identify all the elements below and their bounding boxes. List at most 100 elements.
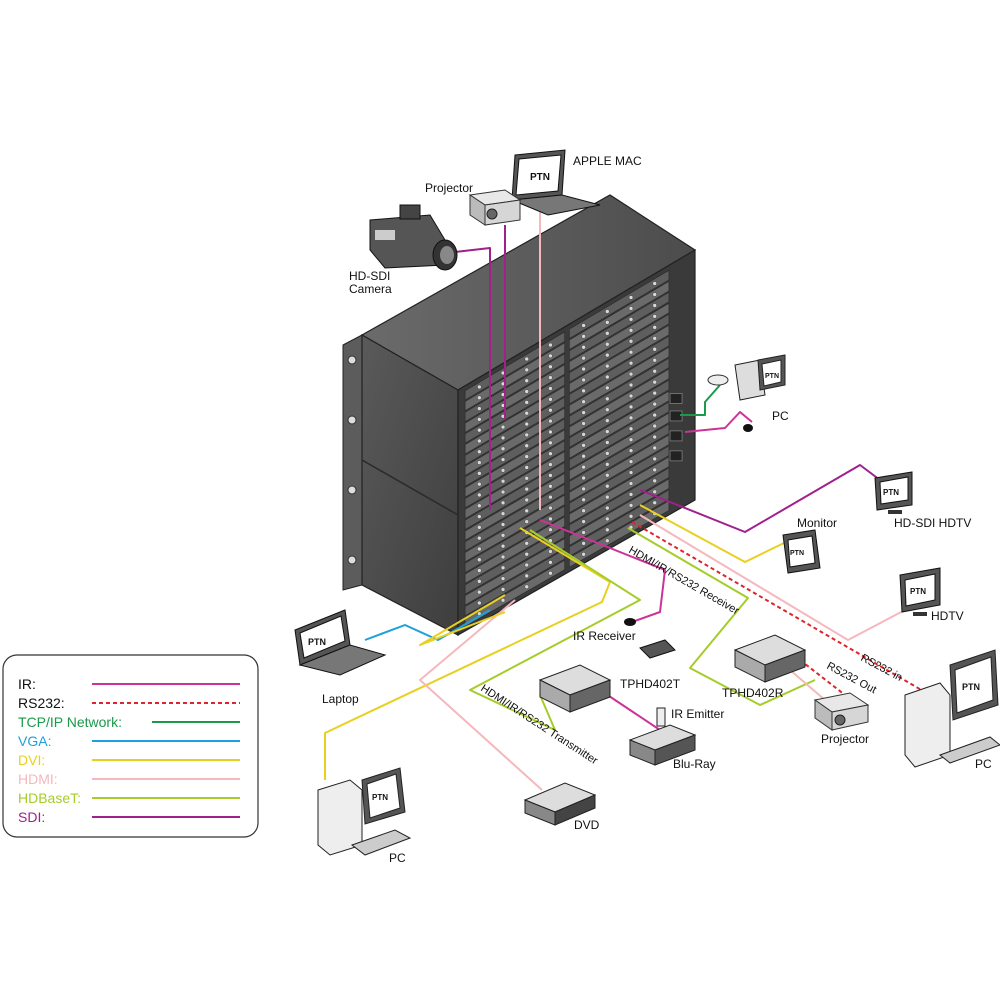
- io-port: [548, 451, 553, 456]
- legend-label-vga: VGA:: [18, 733, 51, 749]
- io-port: [477, 514, 482, 519]
- apple-mac-brand: PTN: [530, 172, 550, 183]
- io-port: [500, 489, 506, 495]
- legend: IR:RS232:TCP/IP Network:VGA:DVI:HDMI:HDB…: [2, 654, 259, 838]
- dvi-cable-monitor: [639, 504, 791, 563]
- io-port: [477, 406, 482, 411]
- io-port: [524, 562, 529, 568]
- io-port: [500, 533, 506, 538]
- io-port: [581, 334, 586, 339]
- io-port: [581, 366, 586, 372]
- legend-label-tcpip: TCP/IP Network:: [18, 714, 122, 730]
- io-port: [652, 456, 657, 462]
- ir-receiver-label: IR Receiver: [573, 629, 636, 643]
- io-port: [581, 377, 586, 383]
- dvi-cable-pc-left: [324, 527, 611, 780]
- io-port: [500, 543, 506, 549]
- io-port: [548, 494, 553, 500]
- io-port: [548, 364, 553, 369]
- hdtv: PTN HDTV: [899, 567, 964, 623]
- io-port: [605, 385, 610, 391]
- io-card: [569, 313, 670, 383]
- io-port: [628, 360, 634, 366]
- io-port: [628, 350, 634, 355]
- pc-bottom-right-label: PC: [975, 757, 992, 771]
- io-port: [548, 440, 553, 446]
- io-port: [628, 382, 634, 388]
- io-port: [628, 481, 634, 486]
- io-port: [581, 388, 586, 394]
- laptop-label: Laptop: [322, 692, 359, 706]
- io-card: [569, 269, 670, 340]
- io-port: [581, 519, 586, 524]
- io-port: [605, 538, 610, 543]
- io-port: [652, 467, 657, 473]
- io-port: [581, 355, 586, 361]
- projector-top-label: Projector: [425, 181, 473, 195]
- io-port: [524, 367, 529, 373]
- hdsdi-hdtv-label: HD-SDI HDTV: [894, 516, 971, 530]
- tcpip-cable-pc-right: [680, 384, 721, 416]
- io-port: [524, 389, 529, 394]
- sdi-cable-camera: [454, 247, 491, 510]
- io-port: [605, 374, 610, 380]
- rack-ear: [342, 334, 363, 591]
- hdsdi-camera-label-2: Camera: [349, 282, 392, 296]
- hdmi-cable-dvd: [419, 599, 543, 791]
- pc-right-label: PC: [772, 409, 789, 423]
- monitor: PTN Monitor: [782, 516, 837, 574]
- io-port: [500, 576, 506, 581]
- io-port: [605, 451, 610, 456]
- io-port: [477, 589, 482, 595]
- io-port: [652, 314, 657, 319]
- io-port: [477, 460, 482, 465]
- io-port: [581, 497, 586, 503]
- io-port: [581, 454, 586, 459]
- io-port: [605, 352, 610, 358]
- io-port: [581, 508, 586, 513]
- io-port: [581, 486, 586, 492]
- io-port: [477, 481, 482, 487]
- pc-bottom-right: PTN PC: [904, 649, 1000, 771]
- io-port: [524, 432, 529, 438]
- io-port: [605, 505, 610, 511]
- io-port: [524, 443, 529, 448]
- io-port: [652, 281, 657, 286]
- io-port: [628, 426, 634, 431]
- io-port: [548, 505, 553, 511]
- io-port: [605, 418, 610, 423]
- io-port: [652, 401, 657, 407]
- control-port: [669, 430, 683, 442]
- monitor-label: Monitor: [797, 516, 837, 530]
- io-port: [581, 530, 586, 535]
- ir-emitter: IR Emitter: [656, 707, 724, 727]
- io-port: [605, 309, 610, 314]
- io-port: [548, 418, 553, 424]
- pc-right: PTN PC: [707, 354, 789, 432]
- io-port: [652, 292, 657, 297]
- io-port: [652, 412, 657, 418]
- hdbaset-cable-receiver: [627, 527, 816, 706]
- legend-label-sdi: SDI:: [18, 809, 45, 825]
- pc-left: PTN PC: [317, 767, 412, 865]
- io-port: [652, 445, 657, 451]
- tphd402t-label: TPHD402T: [620, 677, 681, 691]
- io-port: [628, 393, 634, 399]
- io-port: [581, 432, 586, 437]
- io-port: [581, 464, 586, 470]
- io-port: [477, 438, 482, 444]
- io-port: [652, 325, 657, 330]
- io-port: [477, 449, 482, 454]
- io-port: [500, 522, 506, 527]
- io-port: [500, 424, 506, 430]
- io-card: [569, 401, 670, 470]
- io-port: [628, 459, 634, 464]
- io-port: [628, 317, 634, 322]
- io-port: [524, 421, 529, 427]
- io-port: [652, 379, 657, 385]
- io-port: [652, 347, 657, 352]
- io-port: [628, 448, 634, 453]
- io-port: [605, 342, 610, 347]
- ir-cable-right: [684, 411, 753, 433]
